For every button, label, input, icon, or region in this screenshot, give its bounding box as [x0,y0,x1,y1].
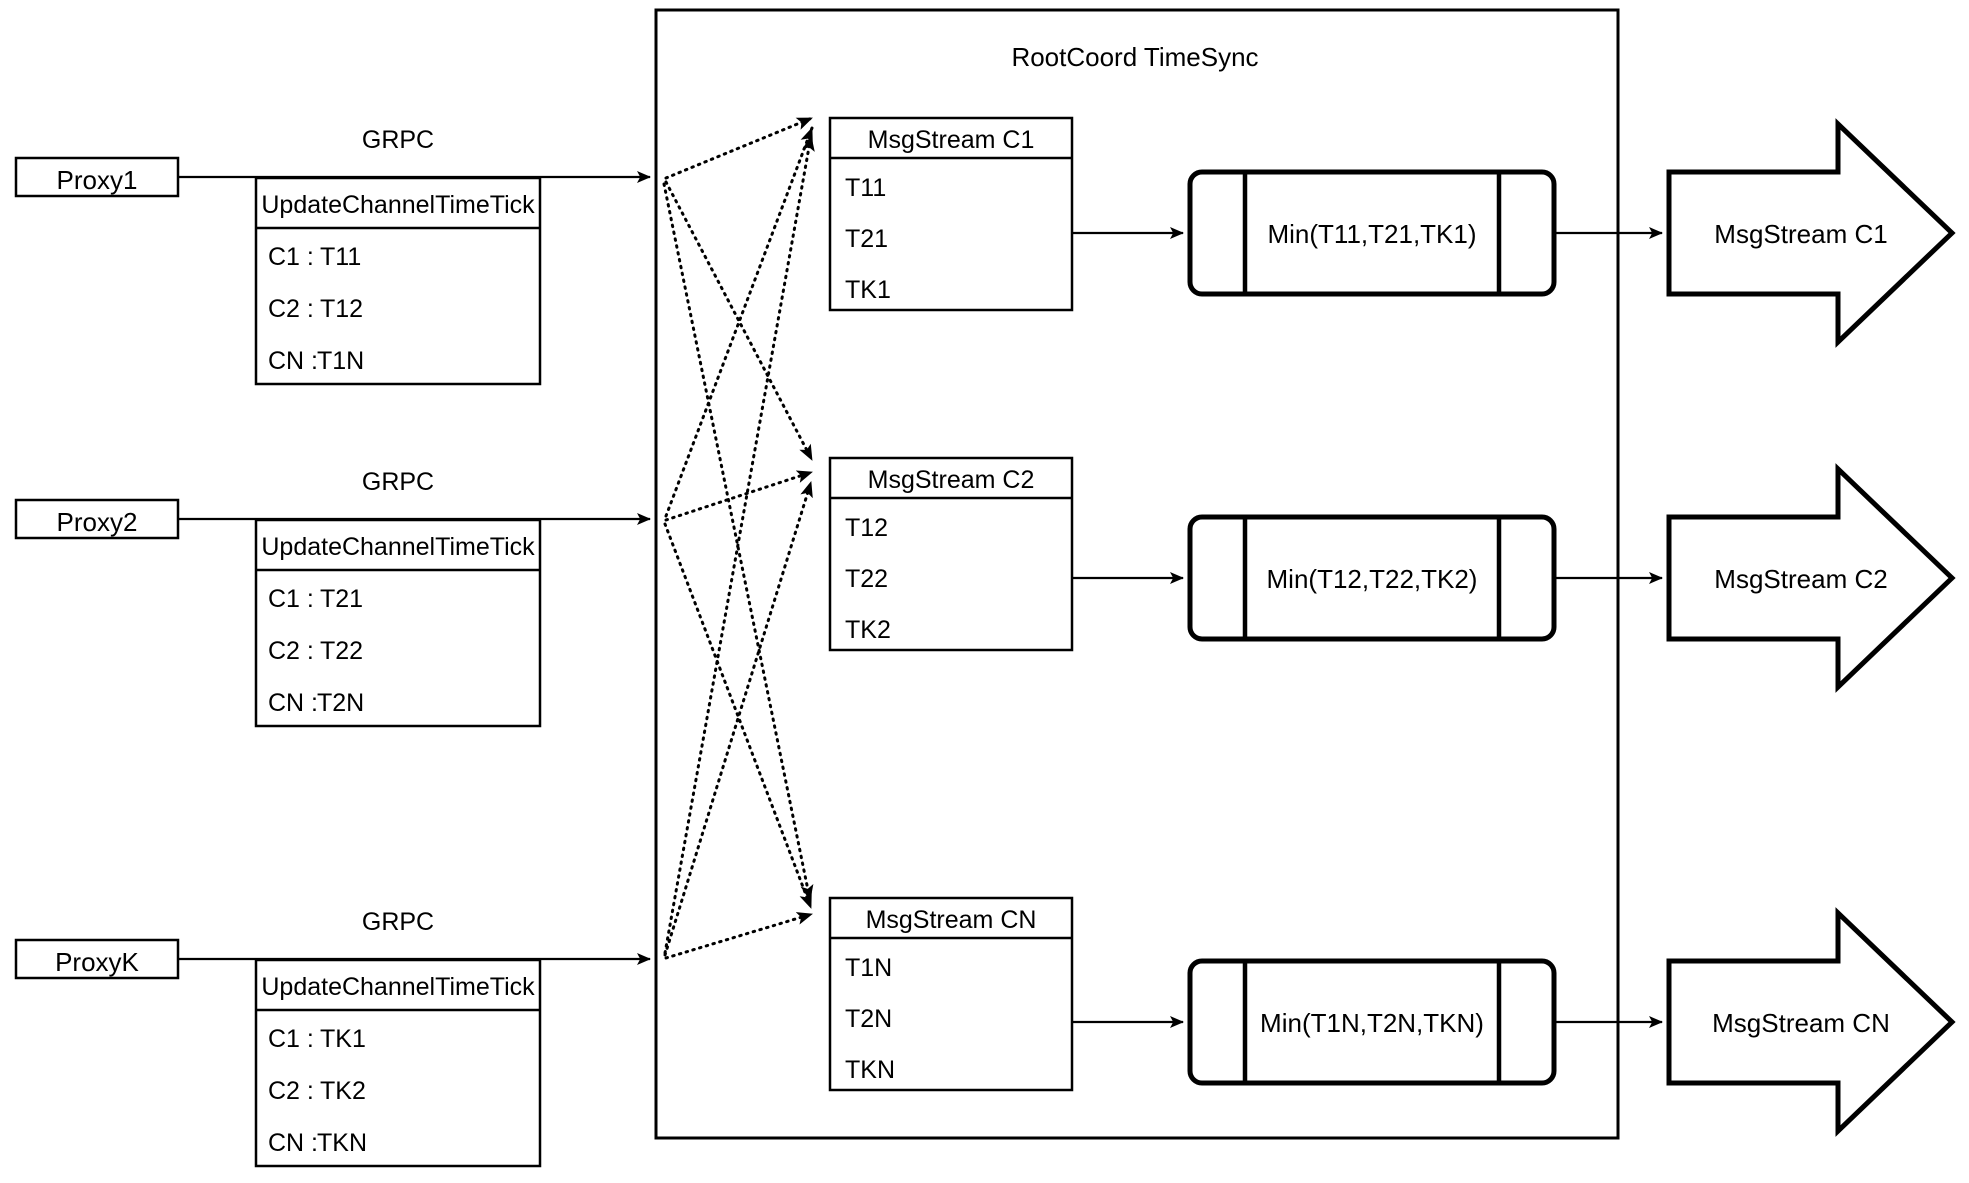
msgstream-c2-row-1: T22 [845,565,889,593]
msgstream-cn-row-0: T1N [845,954,893,982]
proxy2-rpc-row-2-tick: T2N [317,689,365,717]
proxyk-rpc-row-0-channel: C1 : [268,1025,314,1053]
proxy1-label: Proxy1 [56,165,138,195]
grpc-label-proxyk: GRPC [361,908,435,936]
proxy1-rpc-row-2-channel: CN : [268,347,318,375]
proxyk-rpc-row-2-tick: TKN [317,1129,367,1157]
proxyk-rpc-row-2-channel: CN : [268,1129,318,1157]
output-c2-arrow-shape [1666,463,1956,693]
min-c2-label: Min(T12,T22,TK2) [1266,564,1478,594]
dispatch-p2-to-cn [663,522,813,910]
proxy2-box[interactable] [14,498,180,540]
msgstream-c2-row-0: T12 [845,514,889,542]
min-c1-label: Min(T11,T21,TK1) [1267,219,1477,249]
proxyk-rpc-row-1-tick: TK2 [320,1077,366,1105]
dispatch-pk-to-cn [664,912,814,960]
dispatch-pk-to-c1 [663,134,815,955]
output-c1-label: MsgStream C1 [1714,219,1888,249]
proxy2-rpc-header: UpdateChannelTimeTick [261,533,535,561]
dispatch-p2-to-c1 [664,126,814,518]
proxy2-label: Proxy2 [56,507,138,537]
proxyk-rpc-row-1-channel: C2 : [268,1077,314,1105]
msgstream-c1-row-1: T21 [845,225,889,253]
dispatch-p1-to-c1 [664,116,814,180]
msgstream-c1-box [828,116,1074,312]
msgstream-c1-row-2: TK1 [845,276,891,304]
proxyk-rpc-row-0-tick: TK1 [320,1025,366,1053]
grpc-label-proxy2: GRPC [361,468,435,496]
proxy1-rpc-row-1-tick: T12 [320,295,364,323]
proxy2-rpc-row-2-channel: CN : [268,689,318,717]
msgstream-c2-box [828,456,1074,652]
msgstream-cn-row-2: TKN [845,1056,895,1084]
proxy2-rpc-row-0-tick: T21 [320,585,364,613]
dispatch-p2-to-c2 [664,470,814,522]
proxy1-rpc-header: UpdateChannelTimeTick [261,191,535,219]
proxy2-rpc-row-1-tick: T22 [320,637,364,665]
msgstream-cn-box [828,896,1074,1092]
min-cn-label: Min(T1N,T2N,TKN) [1260,1008,1484,1038]
msgstream-c2-row-2: TK2 [845,616,891,644]
msgstream-c2-header: MsgStream C2 [867,466,1035,494]
proxyk-rpc-box [254,958,542,1168]
dispatch-p1-to-c2 [664,180,814,462]
grpc-label-proxy1: GRPC [361,126,435,154]
output-c2-label: MsgStream C2 [1714,564,1888,594]
output-cn-arrow-shape [1666,907,1956,1137]
proxy2-rpc-row-1-channel: C2 : [268,637,314,665]
proxy1-rpc-row-1-channel: C2 : [268,295,314,323]
msgstream-c1-row-0: T11 [845,174,887,202]
proxyk-rpc-header: UpdateChannelTimeTick [261,973,535,1001]
proxy1-rpc-row-0-channel: C1 : [268,243,314,271]
proxy1-rpc-row-0-tick: T11 [320,243,362,271]
msgstream-cn-row-1: T2N [845,1005,893,1033]
proxy1-rpc-box [254,176,542,386]
output-cn-label: MsgStream CN [1712,1008,1890,1038]
dispatch-pk-to-c2 [663,480,813,957]
proxyk-label: ProxyK [55,947,139,977]
proxy1-box[interactable] [14,156,180,198]
timetick-dispatch-arrows [662,116,815,960]
dispatch-p1-to-cn [662,182,814,902]
msgstream-c1-header: MsgStream C1 [867,126,1035,154]
proxy2-rpc-box [254,518,542,728]
output-c1-arrow-shape [1666,118,1956,348]
proxy2-rpc-row-0-channel: C1 : [268,585,314,613]
msgstream-cn-header: MsgStream CN [865,906,1037,934]
proxy1-rpc-row-2-tick: T1N [317,347,365,375]
rootcoord-timesync-title: RootCoord TimeSync [1011,42,1259,72]
